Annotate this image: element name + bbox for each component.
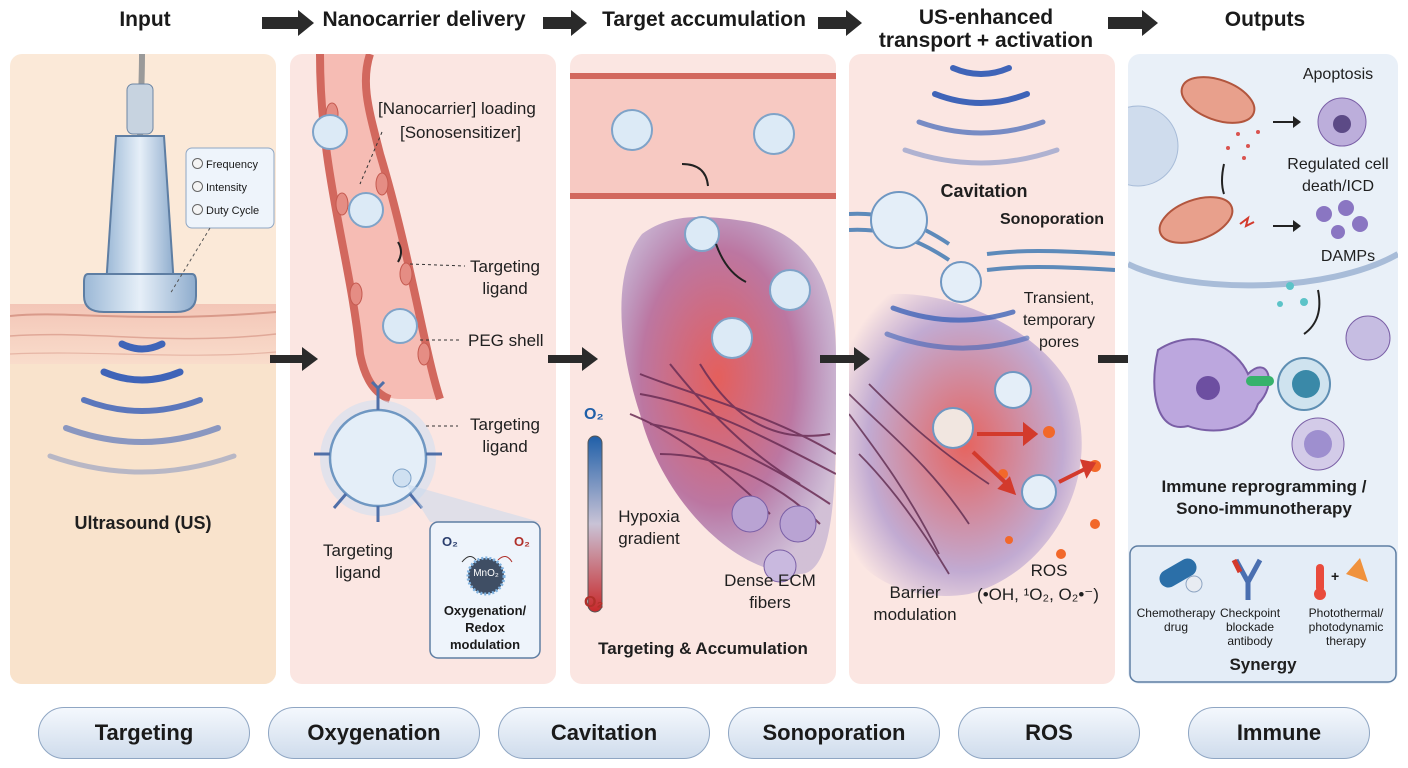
- pill-targeting: Targeting: [38, 707, 250, 759]
- sonoporation-label: Sonoporation: [1000, 211, 1104, 228]
- activation-illustration: [849, 65, 1115, 596]
- synergy-plus: +: [1331, 568, 1340, 584]
- barrier-modulation-label: Barrier modulation: [873, 583, 957, 624]
- ros-species-label: (•OH, ¹O₂, O₂•⁻): [977, 585, 1099, 604]
- synergy-item-chemotherapy: Chemotherapy drug: [1136, 606, 1216, 634]
- ultrasound-label: Ultrasound (US): [74, 513, 212, 533]
- peg-shell-label: PEG shell: [468, 331, 544, 350]
- pill-immune: Immune: [1188, 707, 1370, 759]
- pill-ros: ROS: [958, 707, 1140, 759]
- panel-us-activation: Cavitation Sonoporation Transient, tempo…: [849, 54, 1115, 684]
- dial-icon: [192, 181, 203, 192]
- header-target-accumulation: Target accumulation: [602, 8, 806, 31]
- o2-top-label: O₂: [584, 406, 604, 423]
- header-input: Input: [119, 8, 171, 31]
- oxygenation-redox-caption: Oxygenation/ Redox modulation: [443, 603, 527, 652]
- arrow-icon: [818, 10, 862, 36]
- immune-reprogramming-label: Immune reprogramming / Sono-immunotherap…: [1161, 477, 1367, 518]
- targeting-ligand-label-1: Targeting ligand: [470, 257, 540, 298]
- vessel-illustration: [312, 54, 541, 659]
- tumor-illustration: [570, 73, 836, 613]
- arrow-icon: [1108, 10, 1158, 36]
- o2-in-label: O₂: [442, 534, 458, 549]
- targeting-accumulation-caption: Targeting & Accumulation: [598, 639, 808, 658]
- ultrasound-illustration: [10, 54, 276, 684]
- pill-cavitation: Cavitation: [498, 707, 710, 759]
- o2-bottom-label: O₂: [584, 594, 604, 611]
- header-outputs: Outputs: [1224, 8, 1306, 31]
- apoptosis-label: Apoptosis: [1302, 66, 1374, 83]
- sonosensitizer-label: [Sonosensitizer]: [400, 123, 521, 142]
- panel-nanocarrier-delivery: [Nanocarrier] loading [Sonosensitizer] T…: [290, 54, 556, 684]
- dense-ecm-label: Dense ECM fibers: [724, 571, 816, 612]
- control-intensity: Intensity: [192, 181, 247, 195]
- mno2-core-label: MnO₂: [473, 568, 499, 579]
- header-arrows: [262, 10, 1158, 36]
- ros-label: ROS: [1030, 561, 1068, 580]
- arrow-icon: [543, 10, 587, 36]
- header-nanocarrier-delivery: Nanocarrier delivery: [322, 8, 526, 31]
- cavitation-label: Cavitation: [940, 181, 1028, 201]
- synergy-item-photothermal: Photothermal/ photodynamic therapy: [1308, 606, 1384, 648]
- immune-illustration: [1128, 76, 1398, 683]
- dial-icon: [192, 158, 203, 169]
- regulated-cell-death-label: Regulated cell death/ICD: [1287, 156, 1389, 195]
- damps-label: DAMPs: [1320, 248, 1376, 265]
- targeting-ligand-label-3: Targeting ligand: [323, 541, 393, 582]
- nanocarrier-loading-label: [Nanocarrier] loading: [378, 99, 536, 118]
- pill-oxygenation: Oxygenation: [268, 707, 480, 759]
- panel-target-accumulation: O₂ O₂ Hypoxia gradient Dense ECM fibers …: [570, 54, 836, 684]
- targeting-ligand-label-2: Targeting ligand: [470, 415, 540, 456]
- hypoxia-gradient-label: Hypoxia gradient: [618, 507, 680, 548]
- panel-outputs: Apoptosis Regulated cell death/ICD DAMPs…: [1128, 54, 1398, 684]
- transient-pores-label: Transient, temporary pores: [1022, 290, 1096, 351]
- arrow-icon: [262, 10, 314, 36]
- control-frequency: Frequency: [192, 158, 258, 172]
- dial-icon: [192, 204, 203, 215]
- synergy-item-checkpoint: Checkpoint blockade antibody: [1220, 606, 1281, 648]
- o2-out-label: O₂: [514, 534, 530, 549]
- pill-sonoporation: Sonoporation: [728, 707, 940, 759]
- panel-input: Frequency Intensity Duty Cycle Ultrasoun…: [10, 54, 276, 684]
- header-us-enhanced-activation: US-enhanced transport + activation: [878, 6, 1094, 52]
- synergy-title: Synergy: [1229, 655, 1297, 674]
- control-duty-cycle: Duty Cycle: [192, 204, 259, 218]
